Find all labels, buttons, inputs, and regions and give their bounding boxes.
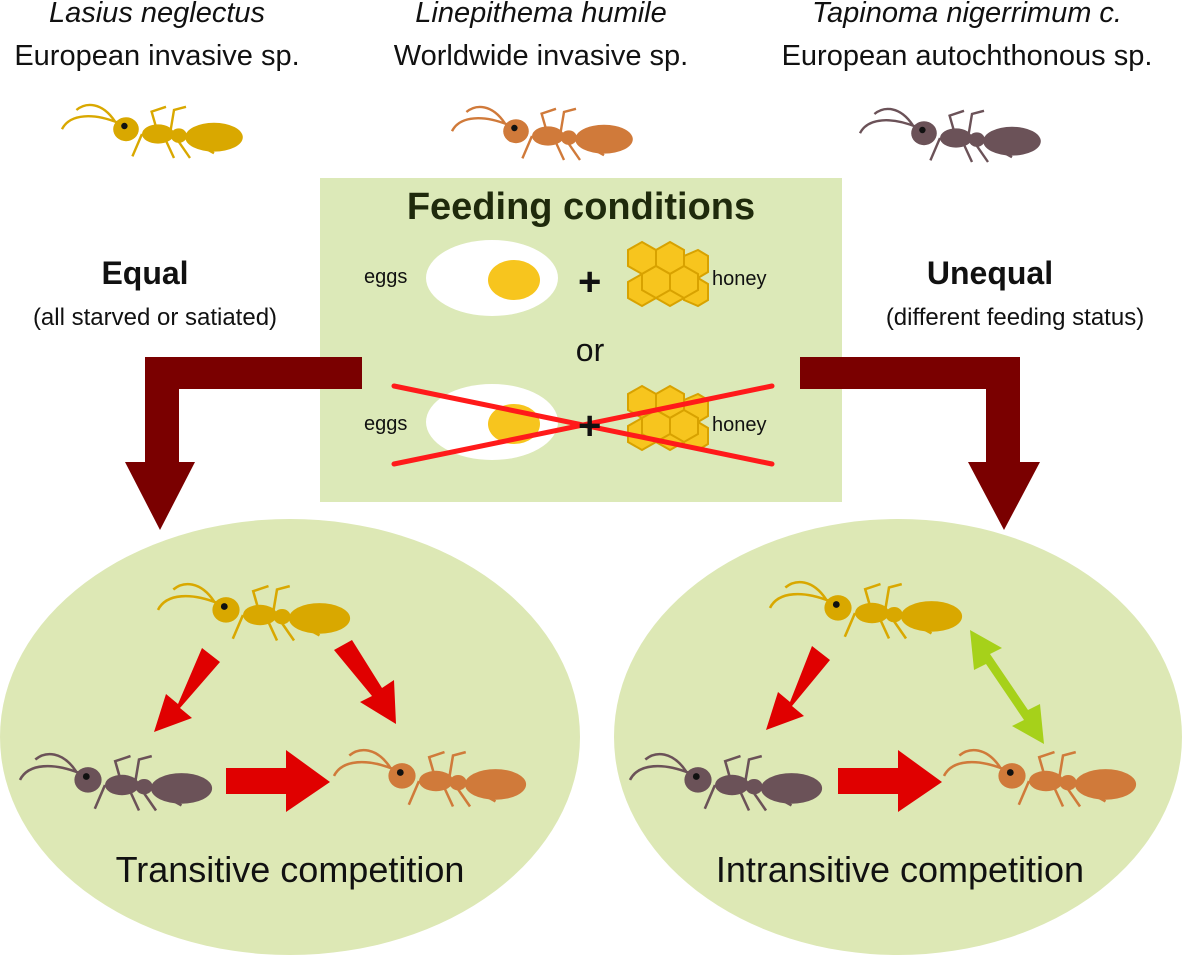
competition-arrow-tapinoma-to-linepithema [226,750,330,812]
cross-out-icon [391,383,775,467]
equal-subtitle: (all starved or satiated) [32,304,278,331]
transitive-competition-label: Transitive competition [115,849,465,890]
feeding-conditions-panel [320,178,842,502]
intransitive-competition-label: Intransitive competition [715,849,1085,890]
species-name: Tapinoma nigerrimum c. [812,0,1122,29]
ant-icon-tapinoma [858,107,1043,164]
species-name: Linepithema humile [415,0,667,29]
equal-title: Equal [101,255,189,291]
species-header-linepithema: Linepithema humile Worldwide invasive sp… [346,0,736,73]
eggs-label: eggs [364,266,408,288]
species-description: Worldwide invasive sp. [393,40,689,72]
unequal-title: Unequal [926,255,1054,291]
intransitive-competition-ellipse [614,519,1182,955]
species-description: European invasive sp. [14,40,300,72]
ant-icon-linepithema [450,105,634,162]
species-description: European autochthonous sp. [781,40,1153,72]
mutual-arrow-lasius-linepithema [970,630,1044,744]
honeycomb-icon [627,240,709,308]
competition-arrow-lasius-to-linepithema [334,640,396,724]
flow-arrow-unequal [800,357,1040,530]
feeding-conditions-title: Feeding conditions [406,186,756,228]
or-label: or [575,332,605,368]
plus-sign: + [578,260,602,304]
species-header-tapinoma: Tapinoma nigerrimum c. European autochth… [772,0,1162,73]
transitive-competition-ellipse [0,519,580,955]
egg-icon [426,240,558,316]
honey-label: honey [712,268,767,290]
species-name: Lasius neglectus [48,0,266,29]
competition-arrow-lasius-to-tapinoma [154,648,220,732]
unequal-subtitle: (different feeding status) [885,304,1145,331]
competition-arrow-tapinoma-to-linepithema-intransitive [838,750,942,812]
plus-sign-starved: + [578,404,602,448]
eggs-label-starved: eggs [364,413,408,435]
competition-arrow-lasius-to-tapinoma-intransitive [766,646,830,730]
ant-icon-lasius [60,103,245,160]
flow-arrow-equal [125,357,362,530]
species-header-lasius: Lasius neglectus European invasive sp. [0,0,352,73]
honey-label-starved: honey [712,414,767,436]
